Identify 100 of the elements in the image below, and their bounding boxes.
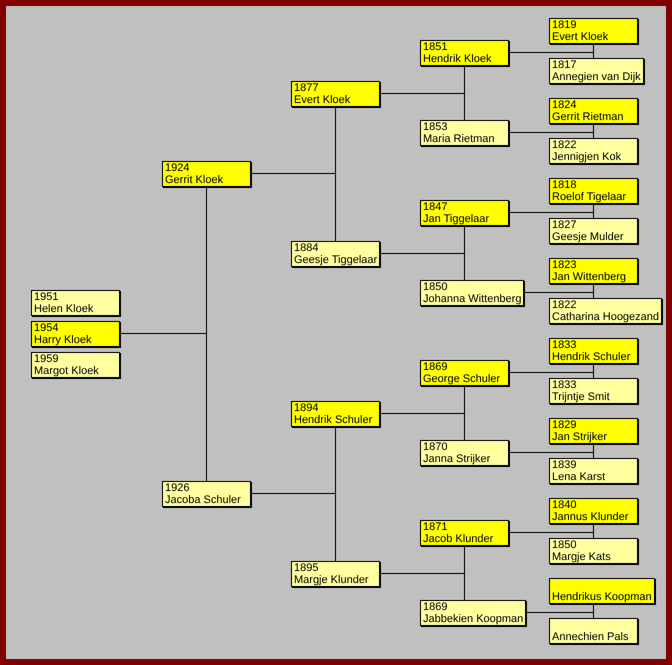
family-line (380, 573, 465, 600)
person-box (420, 200, 509, 226)
person-box (291, 561, 380, 587)
birth-year: 1894 (294, 402, 320, 414)
birth-year: 1829 (552, 419, 578, 431)
birth-year: 1869 (423, 361, 448, 373)
birth-year: 1822 (552, 139, 578, 151)
birth-year: 1850 (423, 281, 448, 293)
family-line (250, 493, 336, 562)
person-box (162, 161, 251, 187)
birth-year: 1951 (34, 291, 60, 303)
person-box (549, 418, 638, 444)
birth-year: 1869 (423, 601, 448, 613)
person-name: Jabbekien Koopman (423, 613, 524, 625)
birth-year: 1850 (552, 539, 578, 551)
person-name: Geesje Tiggelaar (294, 254, 378, 266)
birth-year: 1895 (294, 562, 320, 574)
person-box (420, 40, 509, 66)
person-box (420, 440, 509, 466)
birth-year: 1818 (552, 179, 578, 191)
person-name: Hendrikus Koopman (552, 591, 652, 603)
birth-year: 1819 (552, 19, 578, 31)
person-box (549, 498, 638, 524)
person-box (420, 120, 509, 146)
person-name: Helen Kloek (34, 303, 94, 315)
birth-year: 1824 (552, 99, 578, 111)
birth-year: 1840 (552, 499, 578, 511)
person-box (420, 360, 509, 386)
family-line (526, 612, 594, 618)
person-name: Jacoba Schuler (165, 494, 242, 506)
person-box (549, 258, 638, 284)
person-name: Gerrit Rietman (552, 111, 625, 123)
birth-year: 1827 (552, 219, 578, 231)
person-name: Jannus Klunder (552, 511, 630, 523)
family-line (508, 52, 594, 58)
family-line (508, 372, 594, 378)
family-line (508, 452, 594, 458)
person-box (291, 401, 380, 427)
person-name: Annechien Pals (552, 631, 630, 643)
person-box (291, 241, 380, 267)
birth-year: 1884 (294, 242, 320, 254)
person-box (549, 18, 638, 44)
person-box (549, 98, 638, 124)
person-box (549, 218, 638, 244)
birth-year: 1924 (165, 162, 190, 174)
person-name: Jan Strijker (552, 431, 608, 443)
person-name: Catharina Hoogezand (552, 311, 660, 323)
person-box (549, 58, 644, 84)
person-name: Jan Wittenberg (552, 271, 627, 283)
person-box (549, 618, 638, 644)
person-box (31, 290, 120, 316)
person-name: Janna Strijker (423, 453, 492, 465)
family-line (508, 212, 594, 218)
birth-year: 1871 (423, 521, 448, 533)
person-box (549, 298, 662, 324)
family-line (380, 93, 465, 120)
birth-year: 1822 (552, 299, 578, 311)
family-line (508, 532, 594, 538)
person-name: Margje Kats (552, 551, 612, 563)
family-line (250, 173, 336, 242)
family-line (120, 333, 207, 482)
birth-year: 1853 (423, 121, 448, 133)
person-box (31, 352, 120, 378)
person-box (420, 600, 526, 626)
person-name: Johanna Wittenberg (423, 293, 522, 305)
person-box (420, 280, 524, 306)
birth-year: 1954 (34, 322, 60, 334)
person-name: Margot Kloek (34, 365, 100, 377)
person-name: Jennigjen Kok (552, 151, 622, 163)
person-box (549, 338, 638, 364)
person-name: Jan Tiggelaar (423, 213, 490, 225)
person-name: Roelof Tigelaar (552, 191, 627, 203)
person-name: Hendrik Kloek (423, 53, 492, 65)
person-name: Evert Kloek (552, 31, 610, 43)
person-name: Harry Kloek (34, 334, 92, 346)
birth-year: 1926 (165, 482, 190, 494)
family-line (380, 413, 465, 440)
person-name: George Schuler (423, 373, 502, 385)
birth-year: 1833 (552, 379, 578, 391)
birth-year: 1823 (552, 259, 578, 271)
person-box (549, 538, 638, 564)
person-name: Maria Rietman (423, 133, 496, 145)
birth-year: 1870 (423, 441, 448, 453)
person-box (549, 138, 638, 164)
birth-year: 1839 (552, 459, 578, 471)
person-name: Trijntje Smit (552, 391, 611, 403)
person-box (549, 178, 638, 204)
person-name: Evert Kloek (294, 94, 352, 106)
family-line (380, 253, 465, 280)
family-line (508, 132, 594, 138)
person-box (549, 458, 638, 484)
person-name: Lena Karst (552, 471, 606, 483)
birth-year: 1847 (423, 201, 448, 213)
person-name: Margje Klunder (294, 574, 370, 586)
birth-year: 1851 (423, 41, 448, 53)
birth-year: 1877 (294, 82, 320, 94)
person-name: Geesje Mulder (552, 231, 625, 243)
person-box (31, 321, 120, 347)
person-box (549, 578, 655, 604)
person-box (162, 481, 251, 507)
